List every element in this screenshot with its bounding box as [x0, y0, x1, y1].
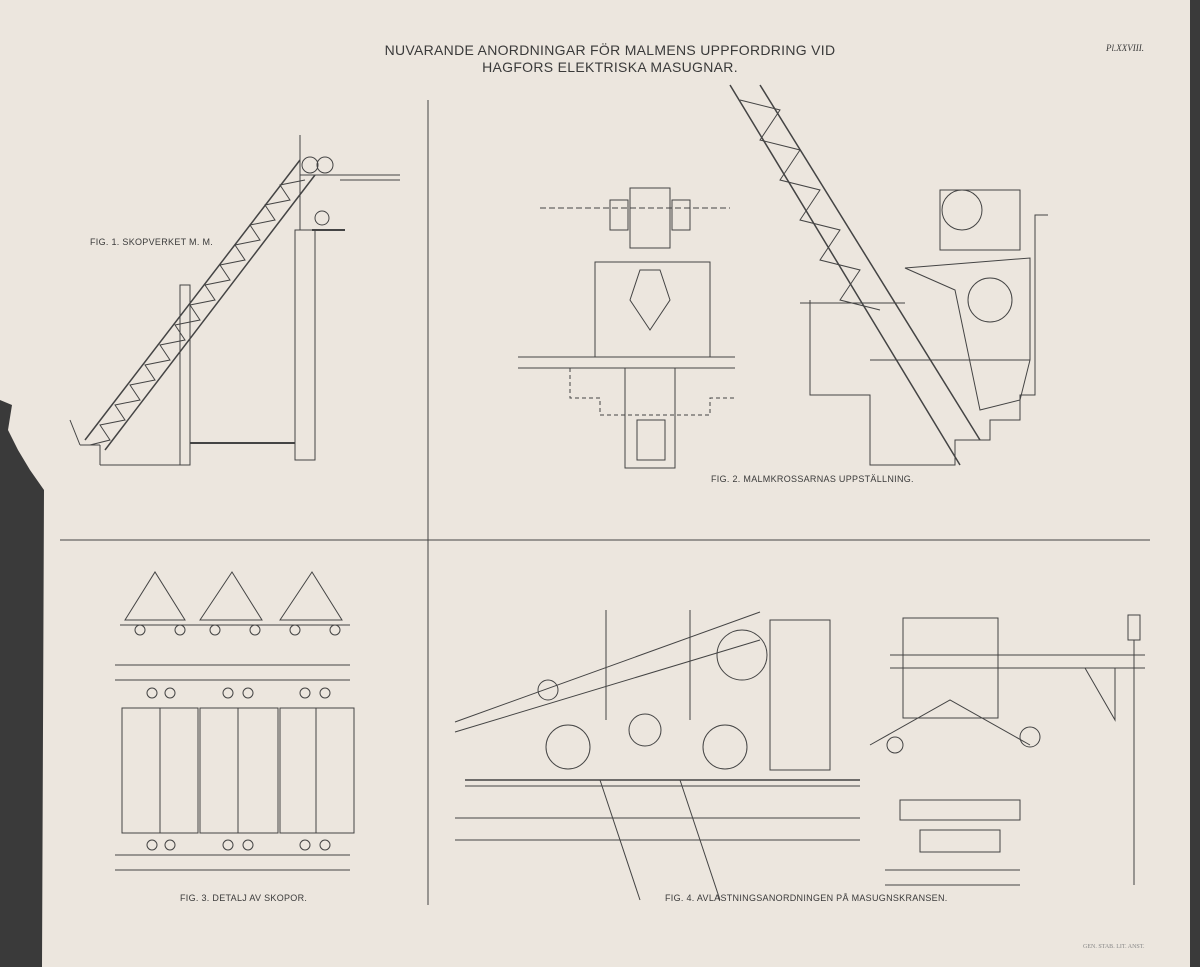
printer-credit: GEN. STAB. LIT. ANST. [1083, 944, 1145, 950]
fig4-caption: FIG. 4. AVLASTNINGSANORDNINGEN PÅ MASUGN… [665, 893, 948, 903]
fig3-bucket-detail [115, 571, 355, 871]
fig3-caption: FIG. 3. DETALJ AV SKOPOR. [180, 893, 308, 903]
fig1-caption: FIG. 1. SKOPVERKET M. M. [90, 237, 214, 247]
fig4-unloading-device [454, 610, 1145, 901]
plate-title-line2: HAGFORS ELEKTRISKA MASUGNAR. [482, 59, 738, 75]
fig1-bucket-elevator [69, 135, 400, 466]
plate-number: Pl.XXVIII. [1106, 43, 1144, 53]
plate-title-line1: NUVARANDE ANORDNINGAR FÖR MALMENS UPPFOR… [384, 42, 836, 58]
fig2-crusher-arrangement [518, 84, 1048, 469]
panel-dividers [60, 100, 1150, 905]
torn-edge [0, 400, 44, 967]
fig2-caption: FIG. 2. MALMKROSSARNAS UPPSTÄLLNING. [711, 474, 914, 484]
